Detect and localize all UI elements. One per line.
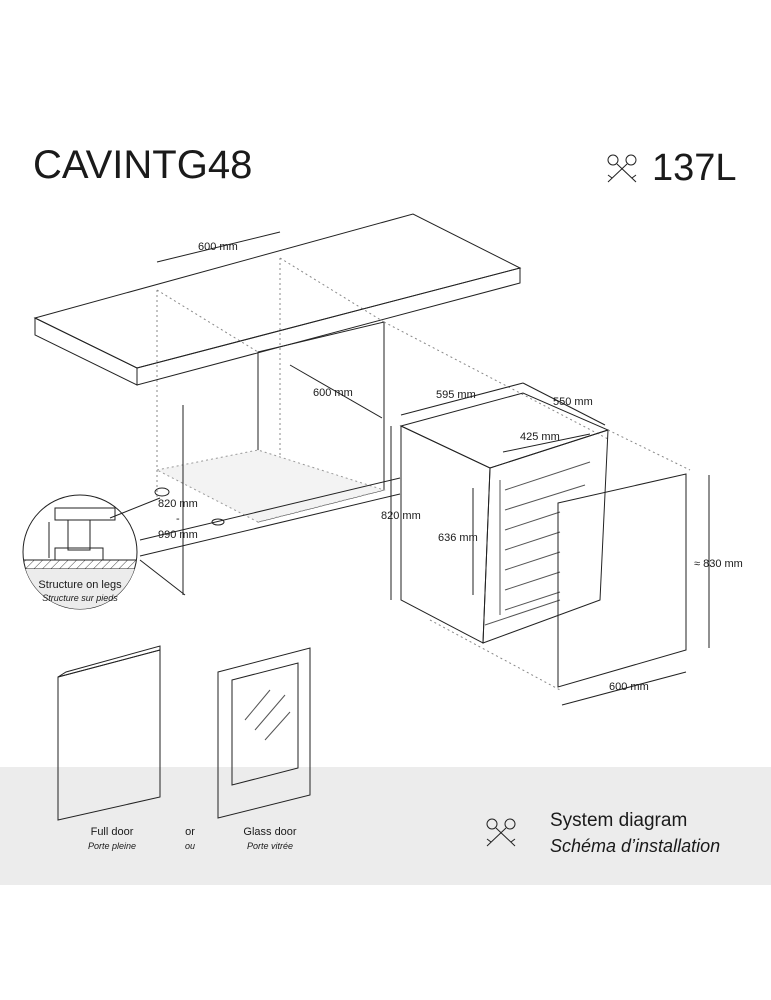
legs-inset: Structure on legs Structure sur pieds <box>22 494 161 610</box>
cabinet-width: 600 mm <box>198 241 238 253</box>
or-label-fr: ou <box>185 841 195 851</box>
capacity-label: 137L <box>652 147 737 189</box>
door-width: 600 mm <box>609 681 649 693</box>
inset-label: Structure on legs <box>38 579 122 591</box>
footer-band <box>0 767 771 885</box>
footer-title-fr: Schéma d’installation <box>550 836 720 856</box>
appliance-width: 595 mm <box>436 389 476 401</box>
full-door-illustration <box>57 645 161 821</box>
dimension-line <box>156 231 281 263</box>
appliance-inner-height: 636 mm <box>438 532 478 544</box>
footer-title: System diagram <box>550 810 687 831</box>
cabinet-height-min: 820 mm <box>158 498 198 510</box>
model-title: CAVINTG48 <box>33 143 252 187</box>
cabinet-height-sep: - <box>176 513 180 525</box>
glass-door-label-fr: Porte vitrée <box>247 841 293 851</box>
cabinet-height-max: 990 mm <box>158 529 198 541</box>
glass-door-illustration <box>217 647 311 819</box>
sommelier-keys-icon <box>607 154 637 183</box>
or-label: or <box>185 826 195 838</box>
full-door-label-fr: Porte pleine <box>88 841 136 851</box>
appliance-depth: 550 mm <box>553 396 593 408</box>
cabinet-cavity <box>139 257 611 596</box>
appliance-height: 820 mm <box>381 510 421 522</box>
cabinet-depth: 600 mm <box>313 387 353 399</box>
appliance-inner-width: 425 mm <box>520 431 560 443</box>
door-panel <box>557 473 687 688</box>
glass-door-label: Glass door <box>243 826 297 838</box>
door-height: ≈ 830 mm <box>694 558 743 570</box>
dimension-line <box>289 364 383 419</box>
inset-label-fr: Structure sur pieds <box>42 593 118 603</box>
wine-cooler <box>399 392 691 691</box>
full-door-label: Full door <box>91 826 134 838</box>
countertop <box>33 213 522 386</box>
